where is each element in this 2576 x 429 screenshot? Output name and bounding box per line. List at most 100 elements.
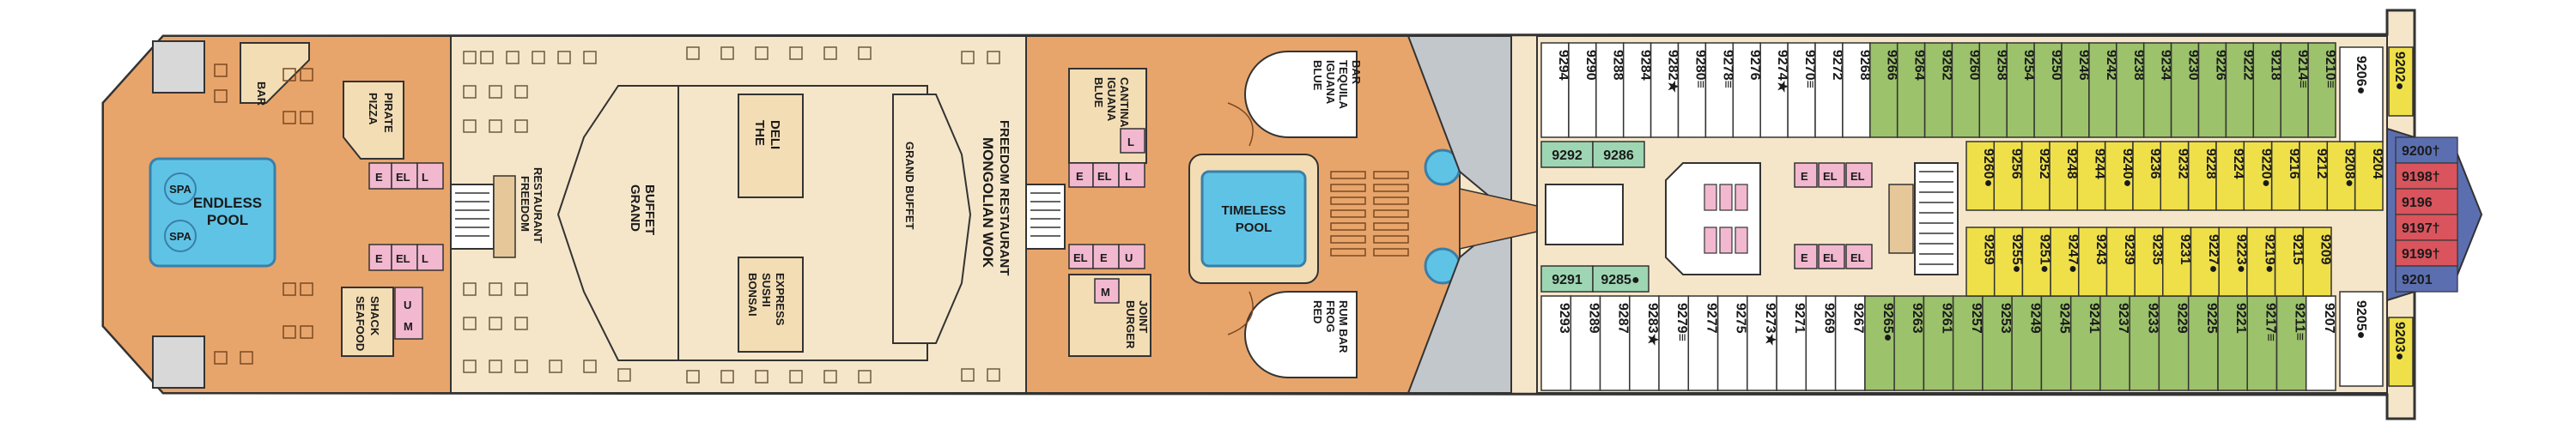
cabin-box-9246[interactable]: [2061, 42, 2090, 138]
cabin-9259[interactable]: 9259: [1981, 234, 1996, 265]
cabin-9199[interactable]: 9199†: [2402, 247, 2440, 262]
cabin-9261[interactable]: 9261: [1940, 303, 1954, 334]
cabin-box-9232[interactable]: [2160, 141, 2190, 211]
cabin-9238[interactable]: 9238: [2131, 50, 2146, 81]
cabin-9251[interactable]: 9251●: [2038, 234, 2052, 273]
cabin-9212[interactable]: 9212: [2314, 148, 2329, 179]
cabin-9267[interactable]: 9267: [1851, 303, 1866, 334]
cabin-9294[interactable]: 9294: [1556, 50, 1571, 81]
cabin-9210[interactable]: 9210≡: [2323, 50, 2337, 88]
cabin-box-9201[interactable]: [2395, 265, 2458, 293]
cabin-box-9294[interactable]: [1540, 42, 1570, 138]
cabin-9253[interactable]: 9253: [1998, 303, 2013, 334]
cabin-9235[interactable]: 9235: [2150, 234, 2165, 265]
cabin-9204[interactable]: 9204: [2370, 148, 2385, 179]
cabin-box-9234[interactable]: [2142, 42, 2172, 138]
cabin-box-9212[interactable]: [2299, 141, 2329, 211]
cabin-9197[interactable]: 9197†: [2402, 221, 2440, 236]
cabin-9272[interactable]: 9272: [1830, 50, 1844, 81]
cabin-box-9238[interactable]: [2116, 42, 2145, 138]
cabin-box-9262[interactable]: [1923, 42, 1953, 138]
cabin-9243[interactable]: 9243: [2093, 234, 2108, 265]
cabin-box-9263[interactable]: [1893, 295, 1925, 391]
cabin-box-9269[interactable]: [1805, 295, 1837, 391]
cabin-9217[interactable]: 9217≡: [2263, 303, 2277, 341]
cabin-box-9288[interactable]: [1595, 42, 1625, 138]
cabin-box-9243[interactable]: [2078, 227, 2108, 297]
cabin-box-9239[interactable]: [2105, 227, 2136, 297]
cabin-box-9220[interactable]: [2243, 141, 2273, 211]
cabin-9218[interactable]: 9218: [2268, 50, 2282, 81]
cabin-9269[interactable]: 9269: [1822, 303, 1837, 334]
cabin-9282[interactable]: 9282★: [1666, 50, 1680, 94]
cabin-box-9282[interactable]: [1649, 42, 1680, 138]
cabin-9284[interactable]: 9284: [1638, 50, 1653, 81]
cabin-9207[interactable]: 9207: [2322, 303, 2336, 334]
cabin-box-9231[interactable]: [2162, 227, 2192, 297]
cabin-box-9257[interactable]: [1952, 295, 1984, 391]
cabin-9291[interactable]: 9291: [1552, 273, 1583, 287]
cabin-9219[interactable]: 9219●: [2262, 234, 2276, 273]
cabin-9252[interactable]: 9252: [2037, 148, 2051, 179]
cabin-9273[interactable]: 9273★: [1763, 303, 1777, 347]
cabin-box-9248[interactable]: [2049, 141, 2079, 211]
cabin-9260[interactable]: 9260: [1966, 50, 1981, 81]
cabin-box-9222[interactable]: [2225, 42, 2255, 138]
cabin-9224[interactable]: 9224: [2231, 148, 2245, 179]
cabin-box-9247[interactable]: [2050, 227, 2080, 297]
cabin-9277[interactable]: 9277: [1704, 303, 1718, 334]
cabin-box-9287[interactable]: [1599, 295, 1631, 391]
cabin-box-9289[interactable]: [1570, 295, 1601, 391]
cabin-9245[interactable]: 9245: [2057, 303, 2072, 334]
cabin-9254[interactable]: 9254: [2021, 50, 2036, 81]
cabin-9230[interactable]: 9230: [2186, 50, 2201, 81]
cabin-box-9265[interactable]: [1864, 295, 1895, 391]
cabin-box-9214[interactable]: [2280, 42, 2309, 138]
cabin-box-9228[interactable]: [2187, 141, 2217, 211]
cabin-9196[interactable]: 9196: [2402, 196, 2433, 210]
cabin-box-9218[interactable]: [2252, 42, 2281, 138]
cabin-9200[interactable]: 9200†: [2402, 144, 2440, 159]
cabin-box-9267[interactable]: [1834, 295, 1866, 391]
cabin-9260[interactable]: 9260●: [1981, 148, 1996, 187]
cabin-9258[interactable]: 9258: [1994, 50, 2008, 81]
cabin-9249[interactable]: 9249: [2027, 303, 2042, 334]
cabin-9262[interactable]: 9262: [1940, 50, 1954, 81]
cabin-box-9197[interactable]: [2395, 214, 2458, 241]
cabin-9205[interactable]: 9205●: [2354, 300, 2368, 339]
cabin-box-9252[interactable]: [2020, 141, 2050, 211]
cabin-9257[interactable]: 9257: [1969, 303, 1984, 334]
cabin-9216[interactable]: 9216: [2287, 148, 2301, 179]
cabin-9214[interactable]: 9214≡: [2295, 50, 2310, 88]
cabin-box-9266[interactable]: [1869, 42, 1899, 138]
cabin-9237[interactable]: 9237: [2116, 303, 2130, 334]
cabin-box-9215[interactable]: [2274, 227, 2305, 297]
cabin-9255[interactable]: 9255●: [2009, 234, 2024, 273]
cabin-9278[interactable]: 9278≡: [1720, 50, 1735, 88]
cabin-9279[interactable]: 9279≡: [1674, 303, 1689, 341]
cabin-9275[interactable]: 9275: [1734, 303, 1748, 334]
cabin-box-9207[interactable]: [2305, 295, 2336, 391]
cabin-box-9273[interactable]: [1747, 295, 1777, 391]
cabin-9289[interactable]: 9289: [1586, 303, 1601, 334]
cabin-9283[interactable]: 9283★: [1645, 303, 1660, 347]
cabin-9232[interactable]: 9232: [2176, 148, 2190, 179]
cabin-9268[interactable]: 9268: [1857, 50, 1872, 81]
cabin-9225[interactable]: 9225: [2204, 303, 2219, 334]
cabin-9231[interactable]: 9231: [2178, 234, 2192, 265]
cabin-box-9244[interactable]: [2076, 141, 2106, 211]
cabin-9274[interactable]: 9274★: [1775, 50, 1789, 94]
cabin-9293[interactable]: 9293: [1557, 303, 1571, 334]
cabin-box-9236[interactable]: [2132, 141, 2162, 211]
cabin-9241[interactable]: 9241: [2087, 303, 2101, 334]
cabin-9292[interactable]: 9292: [1552, 148, 1583, 163]
cabin-9242[interactable]: 9242: [2104, 50, 2118, 81]
cabin-box-9210[interactable]: [2307, 42, 2336, 138]
cabin-9233[interactable]: 9233: [2145, 303, 2160, 334]
cabin-9203[interactable]: 9203●: [2392, 322, 2407, 360]
cabin-9215[interactable]: 9215: [2290, 234, 2305, 265]
cabin-9239[interactable]: 9239: [2122, 234, 2136, 265]
cabin-9236[interactable]: 9236: [2148, 148, 2162, 179]
cabin-9290[interactable]: 9290: [1583, 50, 1598, 81]
cabin-9266[interactable]: 9266: [1885, 50, 1899, 81]
